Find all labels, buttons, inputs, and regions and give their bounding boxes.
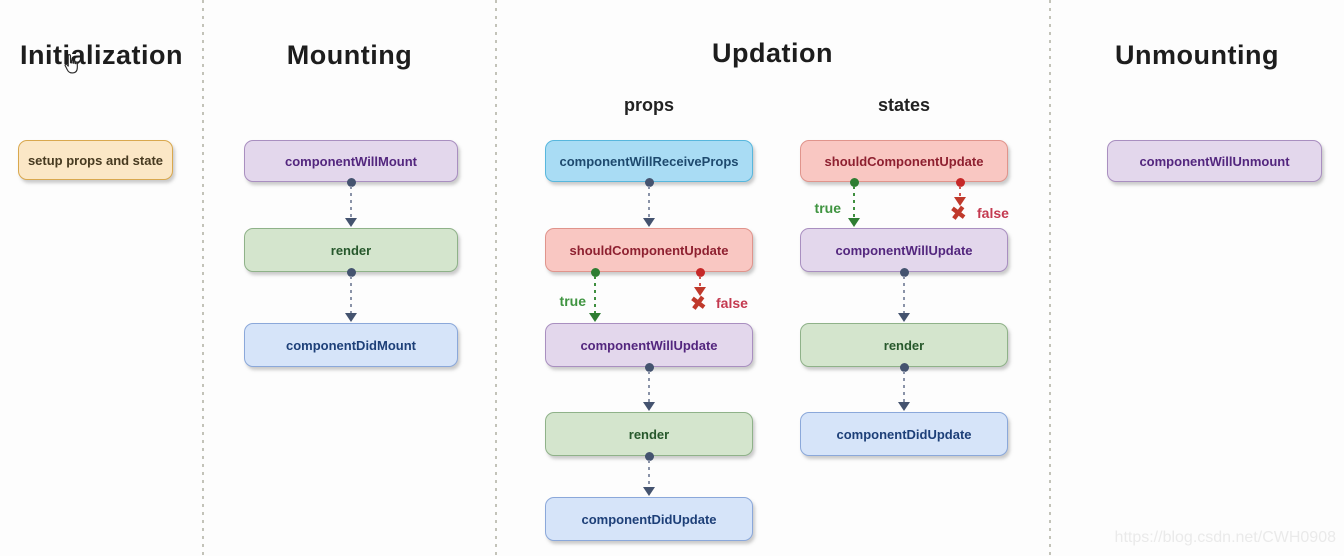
arrowhead-down-icon xyxy=(954,197,966,206)
branch-label-true: true xyxy=(559,293,586,309)
node-render-states: render xyxy=(800,323,1008,367)
connector-line xyxy=(350,186,352,218)
column-divider xyxy=(202,0,204,556)
arrowhead-down-icon xyxy=(345,313,357,322)
column-divider xyxy=(495,0,497,556)
node-component-did-mount: componentDidMount xyxy=(244,323,458,367)
column-title-initialization: Initialization xyxy=(19,40,183,70)
node-component-will-update-states: componentWillUpdate xyxy=(800,228,1008,272)
connector-dot-false xyxy=(956,178,965,187)
connector-dot-false xyxy=(696,268,705,277)
column-title-mounting: Mounting xyxy=(286,40,413,70)
node-should-component-update-props: shouldComponentUpdate xyxy=(545,228,753,272)
connector-line xyxy=(648,186,650,218)
column-title-unmounting: Unmounting xyxy=(1115,40,1279,70)
arrowhead-down-icon xyxy=(345,218,357,227)
connector-line xyxy=(903,371,905,402)
node-should-component-update-states: shouldComponentUpdate xyxy=(800,140,1008,182)
connector-dot xyxy=(347,178,356,187)
arrowhead-down-icon xyxy=(643,218,655,227)
connector-dot xyxy=(900,363,909,372)
column-title-updation: Updation xyxy=(712,38,833,68)
connector-dot xyxy=(900,268,909,277)
connector-line xyxy=(350,276,352,313)
connector-line xyxy=(648,371,650,402)
arrowhead-down-icon xyxy=(848,218,860,227)
arrowhead-down-icon xyxy=(589,313,601,322)
false-x-icon: ✖ xyxy=(948,199,969,227)
arrowhead-down-icon xyxy=(898,313,910,322)
branch-label-false: false xyxy=(716,295,748,311)
node-render-mounting: render xyxy=(244,228,458,272)
connector-line xyxy=(648,460,650,487)
branch-label-false: false xyxy=(977,205,1009,221)
watermark-text: https://blog.csdn.net/CWH0908 xyxy=(1114,529,1336,546)
false-x-icon: ✖ xyxy=(688,289,709,317)
arrowhead-down-icon xyxy=(898,402,910,411)
node-component-did-update-props: componentDidUpdate xyxy=(545,497,753,541)
connector-dot xyxy=(645,363,654,372)
connector-line-false xyxy=(699,276,701,287)
column-divider xyxy=(1049,0,1051,556)
arrowhead-down-icon xyxy=(643,402,655,411)
hand-cursor-icon xyxy=(60,52,84,83)
node-component-will-unmount: componentWillUnmount xyxy=(1107,140,1322,182)
node-component-will-update-props: componentWillUpdate xyxy=(545,323,753,367)
connector-line-true xyxy=(594,276,596,313)
subcolumn-title-props: props xyxy=(623,95,674,115)
node-component-did-update-states: componentDidUpdate xyxy=(800,412,1008,456)
connector-dot xyxy=(347,268,356,277)
connector-dot-true xyxy=(591,268,600,277)
node-component-will-mount: componentWillMount xyxy=(244,140,458,182)
connector-line xyxy=(903,276,905,313)
node-setup-props-and-state: setup props and state xyxy=(18,140,173,180)
node-component-will-receive-props: componentWillReceiveProps xyxy=(545,140,753,182)
node-render-props: render xyxy=(545,412,753,456)
branch-label-true: true xyxy=(814,200,841,216)
connector-dot-true xyxy=(850,178,859,187)
connector-dot xyxy=(645,452,654,461)
connector-line-false xyxy=(959,186,961,197)
arrowhead-down-icon xyxy=(643,487,655,496)
subcolumn-title-states: states xyxy=(877,95,931,115)
arrowhead-down-icon xyxy=(694,287,706,296)
connector-dot xyxy=(645,178,654,187)
connector-line-true xyxy=(853,186,855,218)
